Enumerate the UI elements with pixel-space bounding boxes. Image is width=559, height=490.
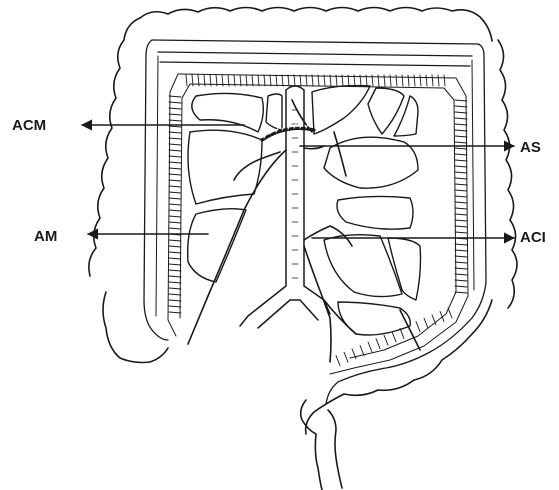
label-acm: ACM: [12, 118, 46, 133]
label-aci: ACI: [520, 230, 546, 245]
mesenteric-border: [168, 74, 468, 374]
riolan-arc: [262, 124, 314, 140]
mesenteric-hatching: [169, 75, 467, 366]
colon-inner-wall: [144, 40, 486, 404]
colon-outer-wall: [89, 8, 517, 490]
pointer-arrows: [82, 125, 514, 238]
label-am: AM: [34, 229, 57, 244]
aorta: [240, 86, 330, 328]
label-as: AS: [520, 140, 541, 155]
